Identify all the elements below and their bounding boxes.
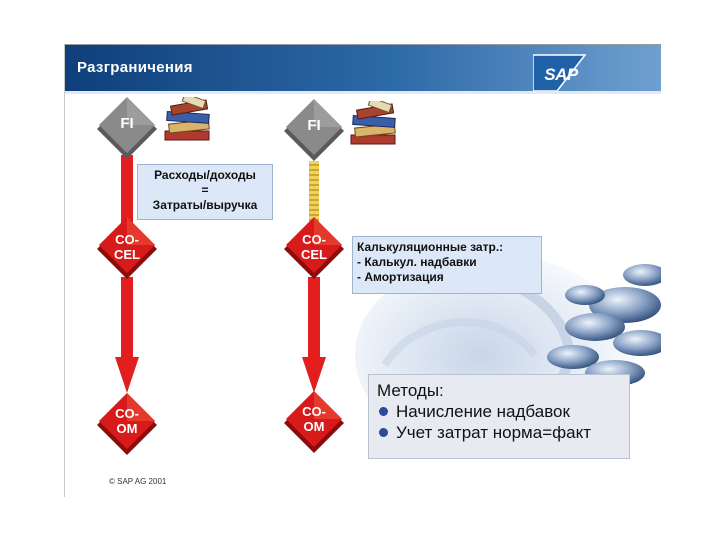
slide: Разграничения SAP: [64, 44, 661, 497]
connector-lines: [115, 155, 326, 393]
right-co-cel-label-2: CEL: [301, 247, 327, 262]
left-note-line-1: Расходы/доходы: [154, 168, 256, 182]
right-co-cel-label-1: CO-: [302, 232, 326, 247]
right-red-arrow-head: [302, 357, 326, 393]
left-fi-node: FI: [95, 97, 159, 161]
right-note-box: Калькуляционные затр.: - Калькул. надбав…: [352, 236, 542, 294]
bullet-icon: [379, 428, 388, 437]
left-note-box: Расходы/доходы = Затраты/выручка: [137, 164, 273, 220]
left-co-om-node: CO- OM: [95, 393, 159, 457]
left-co-cel-label-2: CEL: [114, 247, 140, 262]
sap-logo-icon: [533, 54, 587, 91]
methods-box: Методы: Начисление надбавок Учет затрат …: [368, 374, 630, 459]
right-note-line-3: - Амортизация: [357, 270, 444, 284]
methods-item-2-label: Учет затрат норма=факт: [396, 423, 591, 442]
header-divider: [65, 91, 661, 94]
left-co-om-label-1: CO-: [115, 406, 139, 421]
left-fi-label: FI: [120, 115, 134, 132]
methods-item-1: Начисление надбавок: [377, 401, 629, 422]
right-note-line-2: - Калькул. надбавки: [357, 255, 477, 269]
copyright-text: © SAP AG 2001: [109, 477, 167, 486]
left-red-arrow-head: [115, 357, 139, 393]
methods-item-1-label: Начисление надбавок: [396, 402, 570, 421]
bullet-icon: [379, 407, 388, 416]
right-co-cel-node: CO- CEL: [282, 217, 346, 281]
left-books-icon: [164, 97, 210, 141]
right-fi-node: FI: [282, 99, 346, 163]
methods-item-2: Учет затрат норма=факт: [377, 422, 629, 443]
left-red-arrow-shaft: [121, 277, 133, 357]
left-note-line-3: Затраты/выручка: [152, 198, 258, 212]
right-red-arrow-shaft: [308, 277, 320, 357]
right-co-om-label-2: OM: [303, 419, 325, 434]
right-co-om-label-1: CO-: [302, 404, 326, 419]
left-co-cel-node: CO- CEL: [95, 217, 159, 281]
left-red-connector: [121, 155, 133, 235]
sap-logo-text: SAP: [544, 65, 578, 84]
right-co-om-node: CO- OM: [282, 391, 346, 455]
left-co-cel-label-1: CO-: [115, 232, 139, 247]
methods-heading: Методы:: [377, 381, 444, 400]
right-books-icon: [350, 101, 396, 145]
right-fi-label: FI: [307, 117, 321, 134]
right-note-line-1: Калькуляционные затр.:: [357, 240, 504, 254]
left-note-line-2: =: [201, 183, 209, 197]
left-co-om-label-2: OM: [116, 421, 138, 436]
slide-title: Разграничения: [77, 59, 193, 76]
